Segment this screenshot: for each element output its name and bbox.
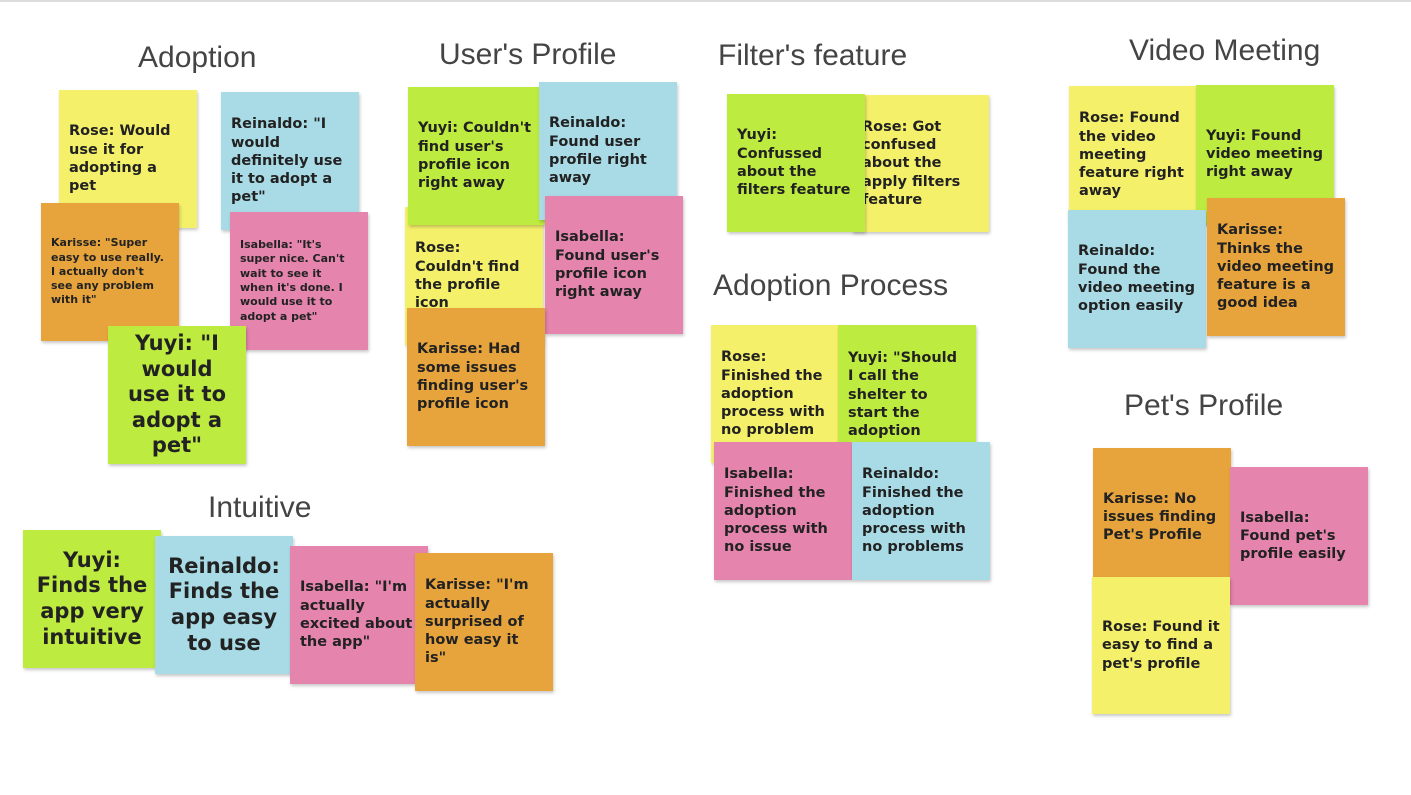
sticky-note-users-profile-yuyi[interactable]: Yuyi: Couldn't find user's profile icon … — [408, 87, 546, 225]
sticky-note-intuitive-yuyi[interactable]: Yuyi: Finds the app very intuitive — [23, 530, 161, 668]
sticky-note-users-profile-karisse[interactable]: Karisse: Had some issues finding user's … — [407, 308, 545, 446]
heading-pets-profile: Pet's Profile — [1124, 389, 1284, 422]
sticky-note-process-reinaldo[interactable]: Reinaldo: Finished the adoption process … — [852, 442, 990, 580]
heading-filters-feature: Filter's feature — [718, 39, 908, 72]
sticky-note-intuitive-karisse[interactable]: Karisse: "I'm actually surprised of how … — [415, 553, 553, 691]
sticky-note-filters-rose[interactable]: Rose: Got confused about the apply filte… — [852, 95, 989, 232]
sticky-note-process-isabella[interactable]: Isabella: Finished the adoption process … — [714, 442, 852, 580]
heading-users-profile: User's Profile — [439, 38, 617, 71]
sticky-note-adoption-yuyi[interactable]: Yuyi: "I would use it to adopt a pet" — [108, 326, 246, 464]
sticky-note-process-rose[interactable]: Rose: Finished the adoption process with… — [711, 325, 849, 463]
top-border — [0, 0, 1411, 2]
sticky-note-video-karisse[interactable]: Karisse: Thinks the video meeting featur… — [1207, 198, 1345, 336]
sticky-note-video-rose[interactable]: Rose: Found the video meeting feature ri… — [1069, 86, 1207, 224]
sticky-note-intuitive-reinaldo[interactable]: Reinaldo: Finds the app easy to use — [155, 536, 293, 674]
sticky-note-pets-rose[interactable]: Rose: Found it easy to find a pet's prof… — [1092, 577, 1230, 714]
heading-intuitive: Intuitive — [208, 491, 312, 524]
heading-video-meeting: Video Meeting — [1129, 34, 1321, 67]
sticky-note-users-profile-isabella[interactable]: Isabella: Found user's profile icon righ… — [545, 196, 683, 334]
sticky-note-process-yuyi[interactable]: Yuyi: "Should I call the shelter to star… — [838, 325, 976, 463]
sticky-note-adoption-reinaldo[interactable]: Reinaldo: "I would definitely use it to … — [221, 92, 359, 230]
sticky-note-pets-isabella[interactable]: Isabella: Found pet's profile easily — [1230, 467, 1368, 605]
sticky-note-adoption-karisse[interactable]: Karisse: "Super easy to use really. I ac… — [41, 203, 179, 341]
sticky-note-filters-yuyi[interactable]: Yuyi: Confussed about the filters featur… — [727, 94, 865, 232]
heading-adoption-process: Adoption Process — [713, 269, 949, 302]
sticky-note-intuitive-isabella[interactable]: Isabella: "I'm actually excited about th… — [290, 546, 428, 684]
sticky-note-adoption-isabella[interactable]: Isabella: "It's super nice. Can't wait t… — [230, 212, 368, 350]
sticky-note-video-reinaldo[interactable]: Reinaldo: Found the video meeting option… — [1068, 210, 1206, 348]
heading-adoption: Adoption — [138, 41, 257, 74]
sticky-note-pets-karisse[interactable]: Karisse: No issues finding Pet's Profile — [1093, 448, 1231, 586]
